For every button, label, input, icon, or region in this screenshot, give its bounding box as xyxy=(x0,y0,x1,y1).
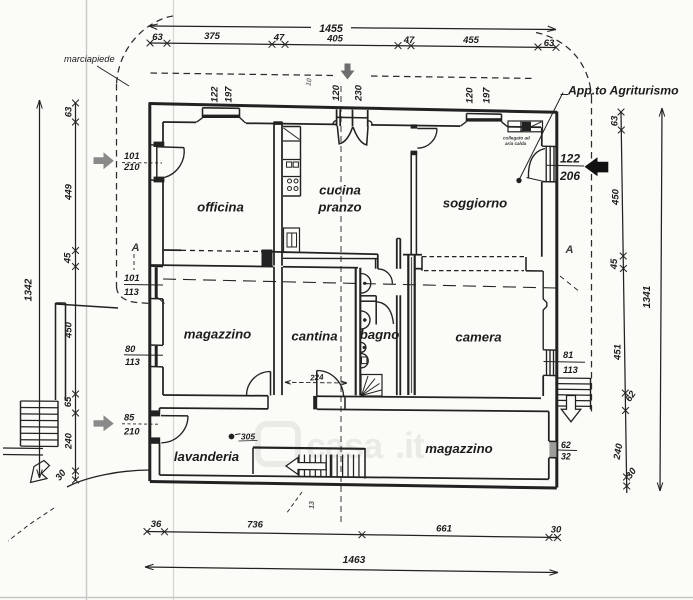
svg-text:63: 63 xyxy=(64,106,75,117)
svg-text:10: 10 xyxy=(305,78,313,87)
svg-text:47: 47 xyxy=(403,35,415,46)
svg-text:bagno: bagno xyxy=(360,327,400,342)
svg-text:375: 375 xyxy=(204,31,221,42)
svg-text:305: 305 xyxy=(241,432,255,442)
svg-text:45: 45 xyxy=(609,258,620,270)
svg-text:App.to Agriturismo: App.to Agriturismo xyxy=(567,84,679,98)
svg-text:47: 47 xyxy=(273,33,285,44)
svg-text:80: 80 xyxy=(125,344,136,354)
svg-text:lavanderia: lavanderia xyxy=(174,449,239,464)
svg-text:122: 122 xyxy=(560,152,580,166)
svg-text:240: 240 xyxy=(64,432,75,450)
svg-text:120: 120 xyxy=(331,84,342,101)
svg-text:62: 62 xyxy=(561,440,571,450)
svg-text:collegato ad: collegato ad xyxy=(503,136,530,141)
svg-text:1341: 1341 xyxy=(642,285,653,308)
svg-text:120: 120 xyxy=(465,87,476,104)
svg-text:cucina: cucina xyxy=(319,183,361,198)
svg-text:.it: .it xyxy=(395,425,425,466)
svg-text:101: 101 xyxy=(124,273,140,283)
svg-text:210: 210 xyxy=(123,162,140,172)
svg-text:224: 224 xyxy=(309,373,324,383)
svg-text:455: 455 xyxy=(462,35,480,46)
svg-text:officina: officina xyxy=(197,200,244,215)
svg-text:122: 122 xyxy=(210,86,221,103)
svg-text:soggiorno: soggiorno xyxy=(443,196,507,211)
svg-text:magazzino: magazzino xyxy=(425,441,492,456)
svg-text:230: 230 xyxy=(354,84,365,102)
svg-text:63: 63 xyxy=(152,32,163,43)
svg-text:pranzo: pranzo xyxy=(317,200,361,215)
svg-text:1342: 1342 xyxy=(24,278,35,301)
svg-text:450: 450 xyxy=(611,188,622,206)
svg-text:magazzino: magazzino xyxy=(184,327,251,342)
svg-text:113: 113 xyxy=(125,357,141,367)
svg-text:197: 197 xyxy=(482,87,493,104)
svg-text:casa: casa xyxy=(306,425,384,466)
svg-text:aria calda: aria calda xyxy=(505,141,527,146)
svg-text:113: 113 xyxy=(124,287,140,297)
svg-text:736: 736 xyxy=(247,520,264,531)
svg-text:30: 30 xyxy=(551,525,562,536)
svg-text:1463: 1463 xyxy=(343,555,366,566)
svg-text:45: 45 xyxy=(63,252,74,264)
svg-text:32: 32 xyxy=(561,452,571,462)
svg-text:197: 197 xyxy=(224,86,235,103)
svg-text:1455: 1455 xyxy=(319,23,344,35)
svg-text:101: 101 xyxy=(124,151,140,161)
svg-text:camera: camera xyxy=(455,330,501,345)
svg-text:13: 13 xyxy=(309,501,316,509)
svg-text:63: 63 xyxy=(544,38,555,49)
svg-text:451: 451 xyxy=(613,344,624,361)
svg-text:63: 63 xyxy=(610,115,621,126)
svg-text:210: 210 xyxy=(123,427,140,437)
svg-text:36: 36 xyxy=(151,519,162,530)
svg-text:240: 240 xyxy=(612,442,626,461)
svg-text:206: 206 xyxy=(559,169,580,183)
svg-text:113: 113 xyxy=(563,365,579,375)
svg-text:85: 85 xyxy=(124,413,135,423)
svg-text:81: 81 xyxy=(563,350,573,360)
svg-text:cantina: cantina xyxy=(291,329,337,344)
svg-text:A: A xyxy=(565,244,574,256)
svg-text:405: 405 xyxy=(326,34,344,45)
svg-text:marciapiede: marciapiede xyxy=(64,54,115,64)
svg-text:A: A xyxy=(131,242,140,254)
svg-text:449: 449 xyxy=(64,183,75,201)
svg-text:65: 65 xyxy=(63,396,74,407)
svg-text:661: 661 xyxy=(436,524,452,535)
svg-text:450: 450 xyxy=(64,321,75,339)
